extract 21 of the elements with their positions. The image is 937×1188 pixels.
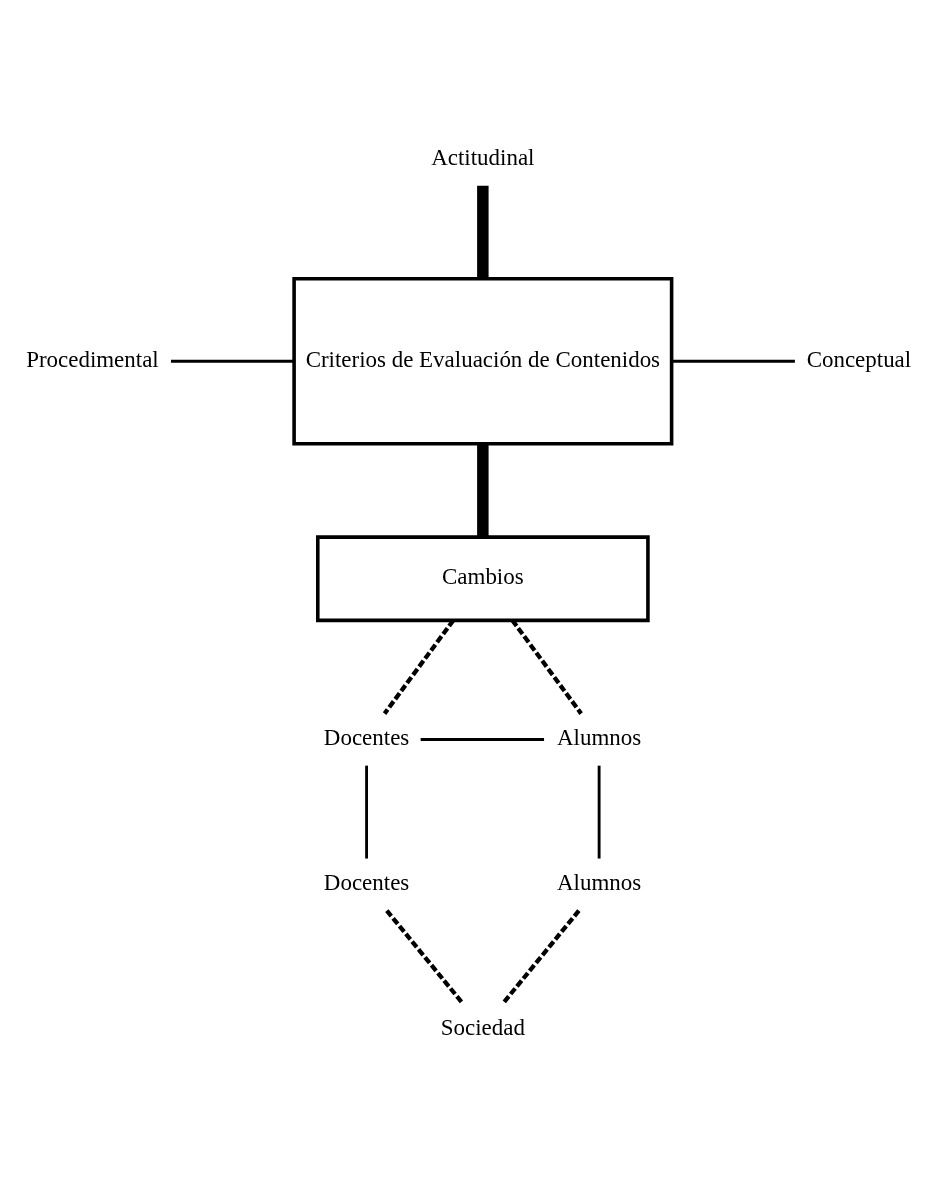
connector [382, 618, 455, 715]
connector [501, 908, 581, 1005]
node-text: Procedimental [26, 346, 159, 372]
connector [365, 765, 369, 859]
connector [477, 443, 489, 537]
node-box: Cambios [316, 534, 650, 622]
node-text: Actitudinal [431, 144, 535, 170]
node-text: Docentes [323, 724, 410, 750]
node-box: Criterios de Evaluación de Contenidos [292, 276, 674, 446]
connector [597, 765, 601, 859]
node-text: Alumnos [557, 724, 642, 750]
node-text: Alumnos [557, 869, 642, 895]
connector [671, 359, 795, 363]
node-text: Conceptual [806, 346, 912, 372]
connector [420, 737, 545, 741]
connector [477, 185, 489, 279]
connector [170, 359, 294, 363]
connector [510, 618, 583, 715]
connector [385, 908, 465, 1005]
node-text: Sociedad [440, 1014, 525, 1040]
node-text: Docentes [323, 869, 410, 895]
